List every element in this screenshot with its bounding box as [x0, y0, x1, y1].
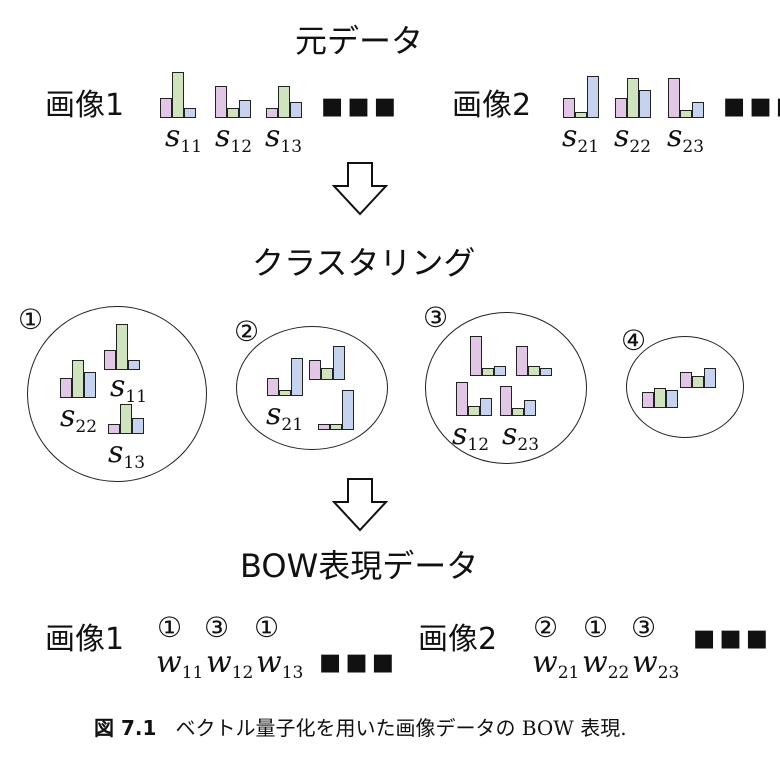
- label-w22: w22: [582, 645, 630, 683]
- histogram-s12: [215, 86, 251, 118]
- cluster1-label-s13: s13: [108, 435, 146, 473]
- ellipsis-image2: ▪▪▪: [722, 85, 780, 126]
- title-original-data: 元データ: [295, 22, 424, 60]
- histogram-s21: [563, 76, 599, 118]
- cluster4-histogram-b: [680, 368, 716, 388]
- cluster2-histogram-b: [318, 390, 354, 430]
- down-arrow-icon: [332, 162, 388, 216]
- ellipsis-image1: ▪▪▪: [320, 85, 400, 126]
- label-s22: s22: [614, 119, 652, 157]
- label-w12: w12: [206, 645, 254, 683]
- cluster1-label-s11: s11: [110, 369, 148, 407]
- histogram-s11: [160, 72, 196, 118]
- bow-img1-num-3: ①: [254, 611, 280, 644]
- label-w21: w21: [532, 645, 580, 683]
- down-arrow-icon-2: [332, 478, 388, 532]
- label-s21: s21: [562, 119, 600, 157]
- title-bow-data: BOW表現データ: [240, 547, 479, 585]
- label-w23: w23: [632, 645, 680, 683]
- bow-img1-num-1: ①: [157, 611, 183, 644]
- bow-img1-num-2: ③: [204, 611, 230, 644]
- cluster3-label-s12: s12: [452, 417, 490, 455]
- title-clustering: クラスタリング: [252, 244, 476, 282]
- figure-caption-text: ベクトル量子化を用いた画像データの BOW 表現.: [175, 716, 627, 740]
- figure-caption: 図 7.1 ベクトル量子化を用いた画像データの BOW 表現.: [94, 712, 627, 741]
- cluster-1: [27, 306, 207, 482]
- bow-image1-label: 画像1: [45, 622, 125, 657]
- cluster1-histogram-s22: [60, 360, 96, 398]
- image2-label: 画像2: [452, 88, 532, 123]
- cluster2-number: ②: [234, 315, 260, 348]
- cluster1-histogram-s13: [108, 404, 144, 434]
- label-w13: w13: [256, 645, 304, 683]
- cluster3-histogram-b: [516, 346, 552, 376]
- histogram-s13: [266, 86, 302, 118]
- image1-label: 画像1: [45, 88, 125, 123]
- cluster-4: [626, 336, 744, 438]
- cluster4-histogram-a: [642, 388, 678, 408]
- cluster2-label-s21: s21: [266, 397, 304, 435]
- label-s11: s11: [165, 119, 203, 157]
- cluster2-histogram-a: [309, 346, 345, 380]
- cluster3-number: ③: [423, 301, 449, 334]
- cluster1-label-s22: s22: [60, 399, 98, 437]
- cluster1-histogram-s11: [104, 324, 140, 370]
- label-s12: s12: [215, 119, 253, 157]
- bow-img2-num-1: ②: [533, 611, 559, 644]
- figure-number: 図 7.1: [94, 716, 157, 740]
- cluster3-histogram-s23: [500, 386, 536, 416]
- cluster-3: [425, 312, 587, 464]
- cluster2-histogram-s21: [267, 358, 303, 396]
- bow-img2-num-2: ①: [583, 611, 609, 644]
- cluster3-label-s23: s23: [502, 417, 540, 455]
- cluster4-number: ④: [621, 324, 647, 357]
- label-s13: s13: [265, 119, 303, 157]
- ellipsis-bow-image2: ▪▪▪: [692, 617, 772, 658]
- cluster3-histogram-s12: [456, 382, 492, 416]
- bow-img2-num-3: ③: [631, 611, 657, 644]
- label-s23: s23: [667, 119, 705, 157]
- cluster3-histogram-a: [470, 336, 506, 376]
- bow-image2-label: 画像2: [418, 622, 498, 657]
- cluster-2: [236, 326, 388, 450]
- label-w11: w11: [156, 645, 204, 683]
- histogram-s23: [668, 78, 704, 118]
- cluster1-number: ①: [18, 303, 44, 336]
- ellipsis-bow-image1: ▪▪▪: [318, 641, 398, 682]
- histogram-s22: [615, 78, 651, 118]
